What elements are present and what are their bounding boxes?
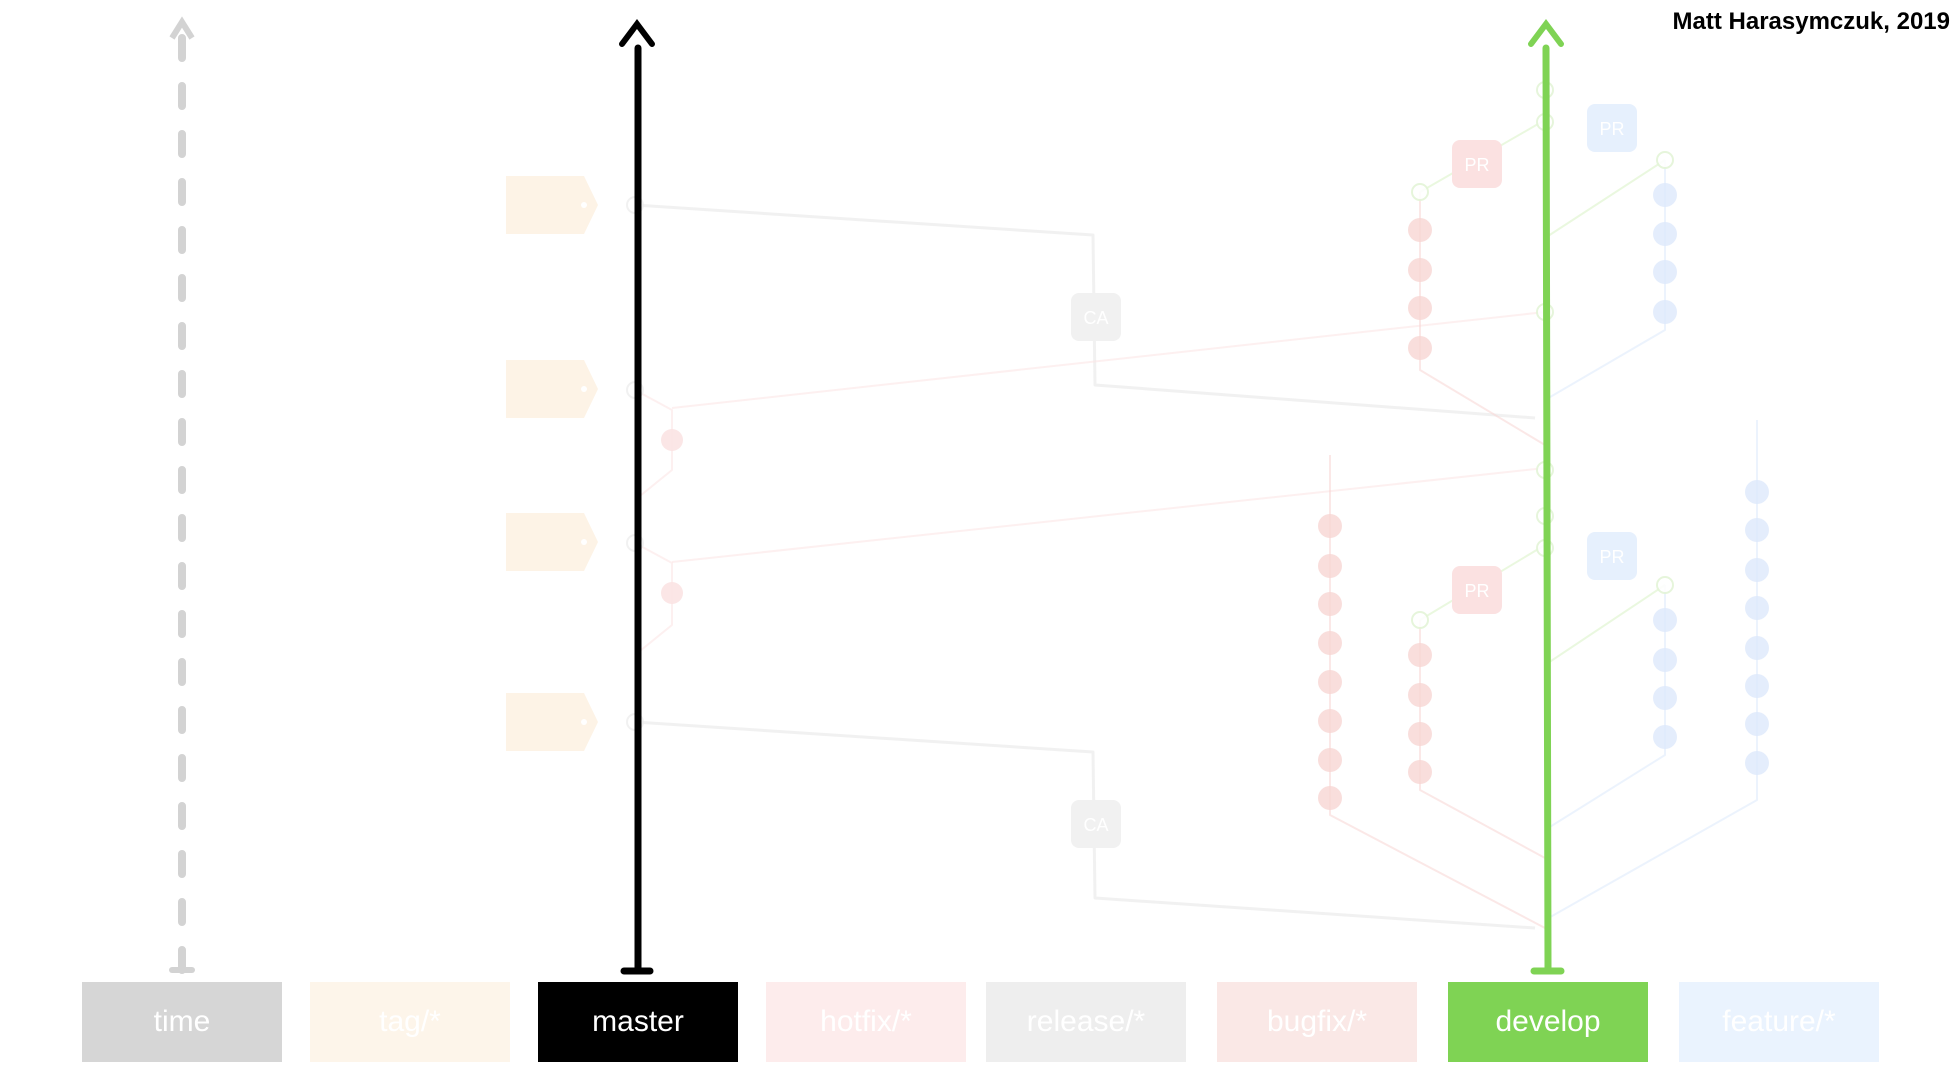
hotfix-commit-2 [661, 582, 683, 604]
hotfix-merge-2 [671, 467, 1546, 563]
feature-commit-c5 [1745, 636, 1769, 660]
tag-icon-1-hole [581, 202, 587, 208]
bugfix-commit-c3 [1318, 592, 1342, 616]
bugfix-commit-a3 [1408, 296, 1432, 320]
bugfix-commit-a2 [1408, 258, 1432, 282]
lane-label-tag: tag/* [310, 982, 510, 1062]
bugfix-commit-b3 [1408, 722, 1432, 746]
branch-point-4 [1656, 576, 1674, 594]
develop-branch-d [1544, 584, 1666, 666]
feature-commit-b2 [1653, 648, 1677, 672]
pr-badge-bugfix-1-text: PR [1464, 155, 1489, 175]
lane-label-bugfix: bugfix/* [1217, 982, 1417, 1062]
hotfix-merge-1 [671, 311, 1546, 409]
pr-badge-feature-1-box [1587, 104, 1637, 152]
feature-commit-a3 [1653, 260, 1677, 284]
feature-commit-b4 [1653, 725, 1677, 749]
bugfix-commit-c4 [1318, 631, 1342, 655]
bugfix-commit-c1 [1318, 514, 1342, 538]
feature-commit-b3 [1653, 686, 1677, 710]
pr-badge-feature-2-box [1587, 532, 1637, 580]
develop-branch-line [1542, 44, 1552, 972]
pr-badge-feature-1-text: PR [1599, 119, 1624, 139]
lane-label-release: release/* [986, 982, 1186, 1062]
pr-badge-bugfix-2-box [1452, 566, 1502, 614]
tag-icon-2-hole [581, 386, 587, 392]
tag-icon-1 [506, 176, 598, 234]
feature-commit-c3 [1745, 558, 1769, 582]
tag-icon-3-hole [581, 539, 587, 545]
branch-point-3 [1656, 151, 1674, 169]
lane-label-hotfix: hotfix/* [766, 982, 966, 1062]
bugfix-line-1 [1419, 192, 1546, 446]
bugfix-commit-b2 [1408, 683, 1432, 707]
time-arrowhead-icon [169, 16, 195, 40]
tag-icon-2 [506, 360, 598, 418]
feature-commit-c7 [1745, 712, 1769, 736]
bugfix-commit-b4 [1408, 760, 1432, 784]
branch-point-1 [1411, 183, 1429, 201]
bugfix-commit-c6 [1318, 709, 1342, 733]
author-credit: Matt Harasymczuk, 2019 [1672, 8, 1950, 35]
tag-icon-4-hole [581, 719, 587, 725]
feature-commit-c2 [1745, 518, 1769, 542]
code-approval-badge-1-text: CA [1083, 308, 1108, 328]
feature-commit-c6 [1745, 674, 1769, 698]
bugfix-commit-c7 [1318, 748, 1342, 772]
feature-commit-a4 [1653, 300, 1677, 324]
feature-commit-a2 [1653, 222, 1677, 246]
feature-commit-b1 [1653, 608, 1677, 632]
bugfix-line-2 [1329, 455, 1546, 929]
feature-commit-c4 [1745, 596, 1769, 620]
pr-badge-feature-2-text: PR [1599, 547, 1624, 567]
feature-commit-c1 [1745, 480, 1769, 504]
code-approval-badge-2-box [1071, 800, 1121, 848]
develop-arrowhead-icon [1528, 19, 1564, 47]
lane-label-master: master [538, 982, 738, 1062]
code-approval-badge-2-text: CA [1083, 815, 1108, 835]
lane-label-feature: feature/* [1679, 982, 1879, 1062]
lane-label-develop: develop [1448, 982, 1648, 1062]
bugfix-commit-a4 [1408, 336, 1432, 360]
bugfix-commit-b1 [1408, 643, 1432, 667]
lane-label-time: time [82, 982, 282, 1062]
branch-point-2 [1411, 611, 1429, 629]
feature-commit-c8 [1745, 751, 1769, 775]
bugfix-line-3 [1419, 620, 1546, 859]
bugfix-commit-c5 [1318, 670, 1342, 694]
pr-badge-bugfix-1-box [1452, 140, 1502, 188]
develop-branch-b [1544, 159, 1666, 239]
hotfix-commit-1 [661, 429, 683, 451]
pr-badge-bugfix-2-text: PR [1464, 581, 1489, 601]
tag-icon-3 [506, 513, 598, 571]
master-arrowhead-icon [619, 19, 655, 47]
bugfix-commit-c2 [1318, 554, 1342, 578]
bugfix-commit-c8 [1318, 786, 1342, 810]
feature-line-2 [1544, 585, 1666, 831]
bugfix-commit-a1 [1408, 218, 1432, 242]
feature-line-1 [1544, 160, 1666, 401]
feature-commit-a1 [1653, 183, 1677, 207]
tag-icon-4 [506, 693, 598, 751]
code-approval-badge-1-box [1071, 293, 1121, 341]
feature-line-3 [1544, 420, 1758, 921]
